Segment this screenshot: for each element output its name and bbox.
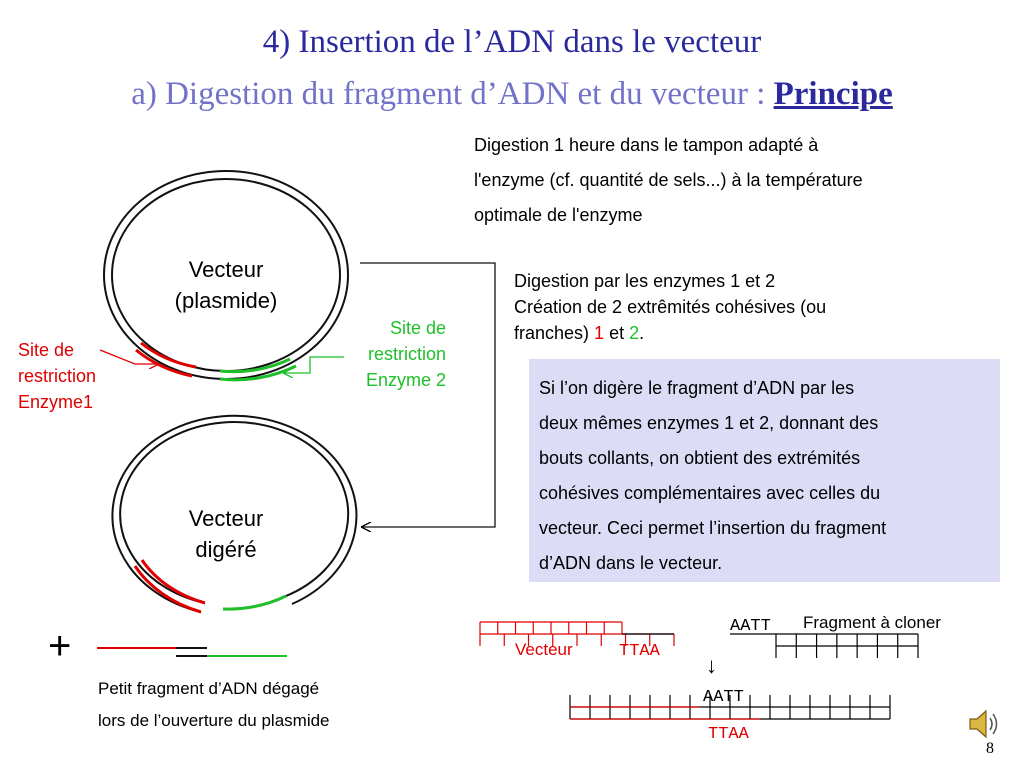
info-line: deux mêmes enzymes 1 et 2, donnant des	[539, 413, 879, 433]
digested-circle	[111, 414, 358, 614]
digested-label: Vecteur digéré	[146, 503, 306, 565]
enzyme1-number: 1	[594, 323, 605, 343]
aatt-result: AATT	[703, 688, 744, 707]
digestion-paragraph: Digestion 1 heure dans le tampon adapté …	[474, 128, 944, 233]
info-line: Si l’on digère le fragment d’ADN par les	[539, 378, 855, 398]
digestion-line: optimale de l'enzyme	[474, 205, 643, 225]
site2-arrow	[284, 356, 344, 373]
subtitle-principe: Principe	[773, 76, 893, 112]
enzyme2-number: 2	[629, 323, 640, 343]
plasmid-label-line2: (plasmide)	[174, 288, 278, 313]
page-number: 8	[986, 740, 994, 757]
aatt-top: AATT	[730, 617, 771, 636]
info-line: d’ADN dans le vecteur.	[539, 553, 723, 573]
enzymes-paragraph: Digestion par les enzymes 1 et 2 Créatio…	[514, 268, 984, 346]
enzymes-text: .	[639, 323, 645, 343]
enzymes-text: franches)	[514, 323, 595, 343]
site1-label-line: Enzyme1	[18, 392, 94, 412]
info-line: cohésives complémentaires avec celles du	[539, 483, 881, 503]
down-arrow-icon: ↓	[706, 653, 717, 678]
site1-arrow	[99, 349, 158, 364]
fragment-caption-line: Petit fragment d’ADN dégagé	[98, 679, 320, 698]
ttaa-result: TTAA	[708, 725, 749, 744]
site2-label: Site de restriction Enzyme 2	[330, 315, 446, 393]
digested-label-line1: Vecteur	[188, 506, 264, 531]
connector-arrow	[360, 262, 496, 527]
small-fragment	[97, 647, 287, 657]
slide-title: 4) Insertion de l’ADN dans le vecteur	[262, 24, 762, 60]
vector-seq-label: Vecteur	[515, 640, 573, 659]
plasmid-circle	[103, 170, 349, 382]
info-box: Si l’on digère le fragment d’ADN par les…	[529, 359, 1000, 582]
site2-label-line: restriction	[367, 344, 446, 364]
site1-label-line: restriction	[18, 366, 97, 386]
speaker-icon[interactable]	[964, 704, 1004, 744]
site1-label-line: Site de	[18, 340, 75, 360]
fragment-caption: Petit fragment d’ADN dégagé lors de l’ou…	[98, 673, 330, 737]
site2-label-line: Site de	[389, 318, 446, 338]
fragment-caption-line: lors de l’ouverture du plasmide	[98, 711, 330, 730]
plus-sign: +	[48, 624, 72, 668]
digestion-line: Digestion 1 heure dans le tampon adapté …	[474, 135, 819, 155]
info-line: bouts collants, on obtient des extrémité…	[539, 448, 861, 468]
plasmid-label: Vecteur (plasmide)	[146, 254, 306, 316]
site2-label-line: Enzyme 2	[365, 370, 446, 390]
enzymes-line: Création de 2 extrêmités cohésives (ou	[514, 297, 827, 317]
digested-label-line2: digéré	[195, 537, 257, 562]
enzymes-line: Digestion par les enzymes 1 et 2	[514, 271, 776, 291]
plasmid-label-line1: Vecteur	[188, 257, 264, 282]
site1-label: Site de restriction Enzyme1	[18, 337, 128, 415]
slide-subtitle: a) Digestion du fragment d’ADN et du vec…	[0, 74, 1024, 114]
fragment-seq-label: Fragment à cloner	[803, 613, 941, 632]
subtitle-text: a) Digestion du fragment d’ADN et du vec…	[131, 76, 774, 112]
sticky-ends	[479, 621, 919, 720]
digestion-line: l'enzyme (cf. quantité de sels...) à la …	[474, 170, 863, 190]
ttaa-vector: TTAA	[619, 642, 660, 661]
info-line: vecteur. Ceci permet l’insertion du frag…	[539, 518, 887, 538]
enzymes-line: franches) 1 et 2.	[514, 320, 984, 346]
enzymes-text: et	[604, 323, 630, 343]
